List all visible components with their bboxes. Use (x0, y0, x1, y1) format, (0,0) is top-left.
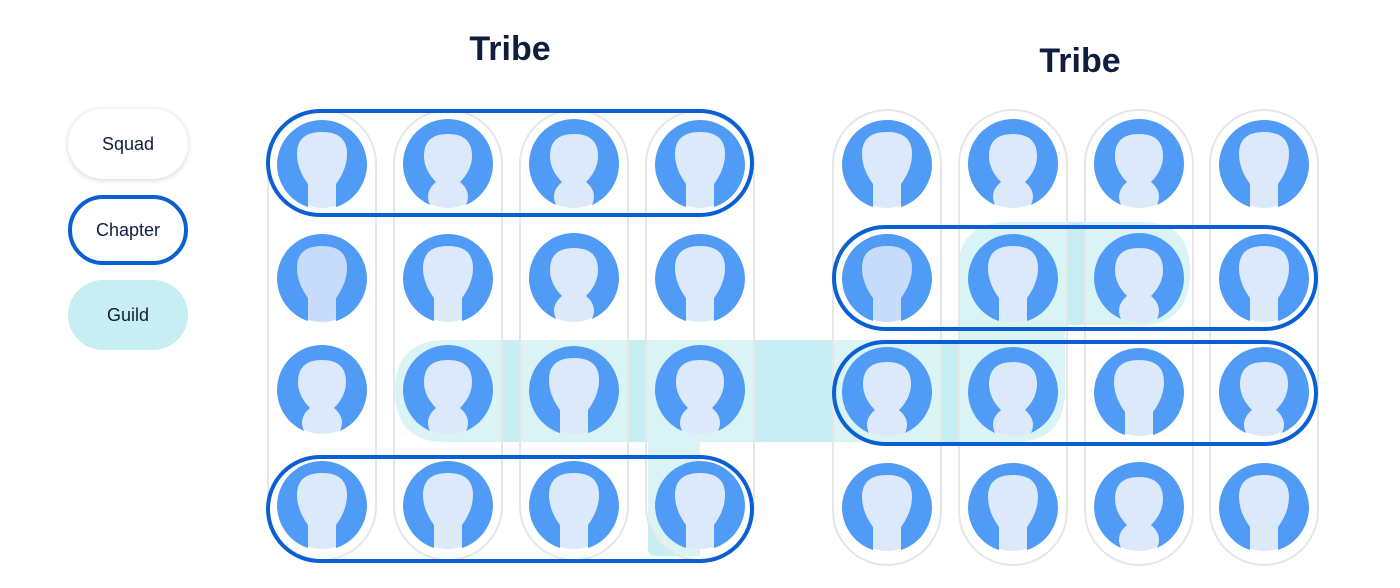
chapter-tribe2-row2 (832, 225, 1318, 331)
short-hair-person-icon (529, 119, 619, 205)
avatar (403, 345, 493, 434)
avatar (277, 345, 367, 434)
avatar (1219, 347, 1309, 436)
long-hair-person-icon (277, 120, 367, 207)
avatar (529, 461, 619, 549)
avatar (842, 463, 932, 551)
avatar (842, 234, 932, 322)
avatar-grid (277, 119, 1309, 551)
avatar (529, 233, 619, 322)
avatar (403, 461, 493, 549)
long-hair-person-icon (1219, 234, 1309, 321)
avatar (1219, 120, 1309, 208)
long-hair-person-icon (655, 234, 745, 321)
short-hair-person-icon (1219, 347, 1309, 433)
long-hair-person-icon (968, 234, 1058, 321)
short-hair-person-icon (403, 119, 493, 205)
avatar (529, 119, 619, 208)
avatar (529, 346, 619, 434)
long-hair-person-icon (277, 461, 367, 548)
short-hair-person-icon (1094, 233, 1184, 319)
avatar (842, 347, 932, 436)
avatar (1094, 462, 1184, 551)
short-hair-person-icon (403, 345, 493, 431)
short-hair-person-icon (968, 119, 1058, 205)
legend-chapter-label: Chapter (95, 219, 161, 240)
long-hair-person-icon (529, 346, 619, 433)
legend-squad-label: Squad (101, 133, 155, 154)
avatar (277, 234, 367, 322)
avatar (277, 120, 367, 208)
short-hair-person-icon (277, 345, 367, 431)
avatar (655, 120, 745, 208)
avatar (1094, 119, 1184, 208)
tribe-title-left: Tribe (469, 30, 551, 68)
long-hair-person-icon (655, 120, 745, 207)
long-hair-person-icon (842, 463, 932, 550)
guild-area (395, 222, 1190, 556)
squad-column-tribe2-2 (958, 109, 1068, 566)
avatar (968, 463, 1058, 551)
avatar (1094, 348, 1184, 436)
squad-column-tribe2-4 (1209, 109, 1319, 566)
long-hair-person-icon (1219, 463, 1309, 550)
chapter-tribe2-row3 (832, 340, 1318, 446)
long-hair-person-icon (1094, 348, 1184, 435)
chapter-tribe1-row4 (266, 455, 754, 563)
legend-guild: Guild (68, 280, 188, 350)
avatar (968, 119, 1058, 208)
long-hair-person-icon (403, 461, 493, 548)
short-hair-person-icon (1094, 462, 1184, 548)
legend-squad: Squad (68, 109, 188, 179)
legend-chapter: Chapter (68, 195, 188, 265)
squad-columns (267, 109, 1319, 566)
long-hair-person-icon (1219, 120, 1309, 207)
avatar (655, 461, 745, 549)
avatar (1094, 233, 1184, 322)
long-hair-person-icon (277, 234, 367, 321)
squad-column-tribe2-1 (832, 109, 942, 566)
long-hair-person-icon (842, 120, 932, 207)
long-hair-person-icon (842, 234, 932, 321)
long-hair-person-icon (968, 463, 1058, 550)
tribe-title-right: Tribe (1039, 42, 1121, 80)
avatar (968, 347, 1058, 436)
avatar (655, 234, 745, 322)
chapter-tribe1-row1 (266, 109, 754, 217)
avatar (1219, 234, 1309, 322)
avatar (277, 461, 367, 549)
avatar (1219, 463, 1309, 551)
long-hair-person-icon (403, 234, 493, 321)
short-hair-person-icon (842, 347, 932, 433)
avatar (403, 119, 493, 208)
chapter-outlines (266, 109, 1318, 563)
squad-column-tribe2-3 (1084, 109, 1194, 566)
short-hair-person-icon (529, 233, 619, 319)
long-hair-person-icon (529, 461, 619, 548)
avatar (655, 345, 745, 434)
long-hair-person-icon (655, 461, 745, 548)
short-hair-person-icon (655, 345, 745, 431)
legend-guild-label: Guild (106, 304, 150, 325)
short-hair-person-icon (968, 347, 1058, 433)
avatar (403, 234, 493, 322)
avatar (968, 234, 1058, 322)
short-hair-person-icon (1094, 119, 1184, 205)
avatar (842, 120, 932, 208)
